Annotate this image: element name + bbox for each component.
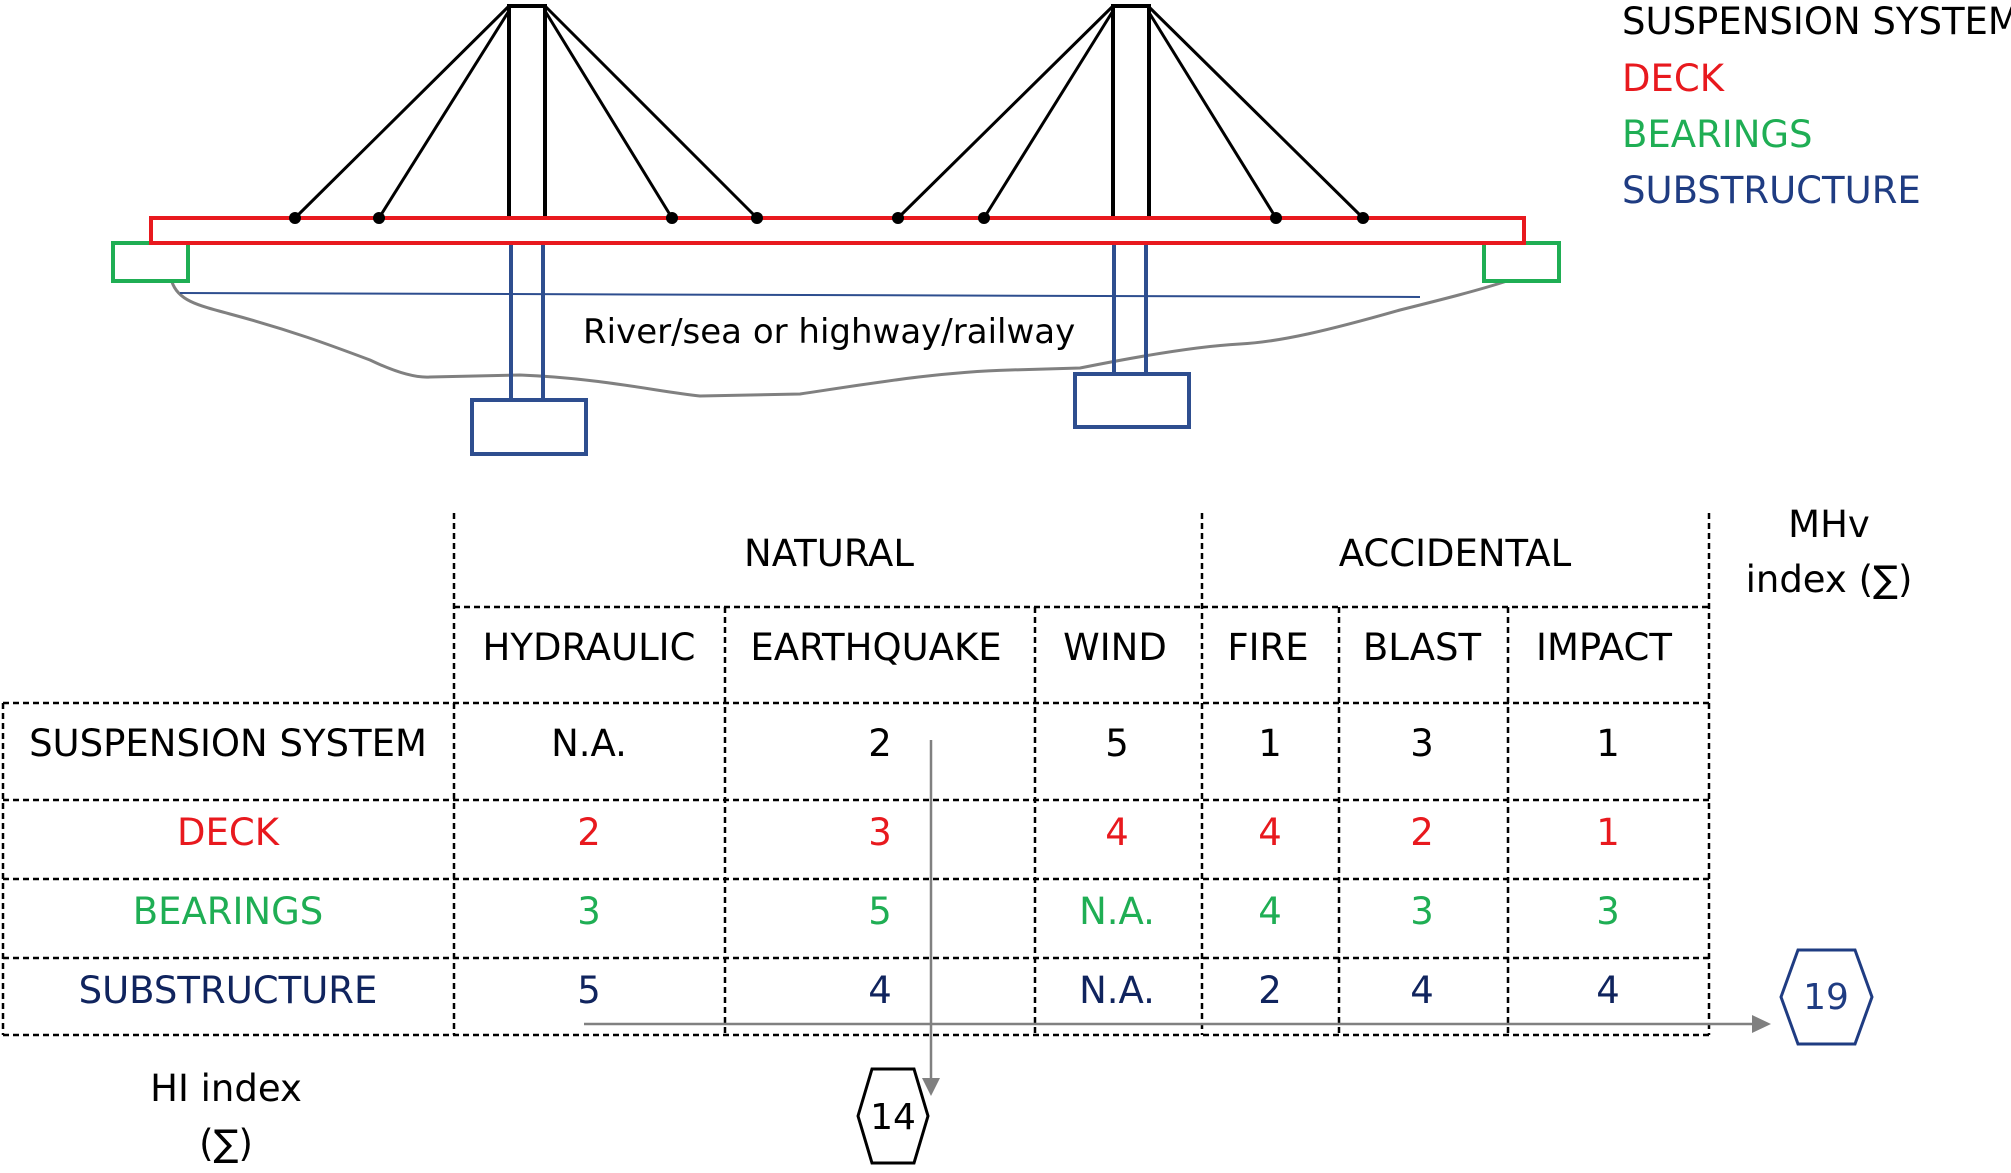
hi-index-hexagon: 14 — [856, 1067, 930, 1165]
hazard-table-grid — [1, 513, 1711, 1037]
hi-label-line2: (∑) — [199, 1122, 253, 1165]
cell-suspension-system-wind: 5 — [1105, 722, 1129, 765]
cell-substructure-wind: N.A. — [1079, 969, 1155, 1012]
mhv-arrowhead — [1752, 1015, 1771, 1033]
legend-item-substructure: SUBSTRUCTURE — [1622, 169, 1921, 212]
cell-bearings-blast: 3 — [1410, 890, 1434, 933]
legend: SUSPENSION SYSTEM DECK BEARINGS SUBSTRUCTUR… — [1622, 0, 2011, 212]
column-header-fire: FIRE — [1227, 626, 1308, 669]
index-arrows — [584, 740, 1771, 1096]
mhv-index-hexagon: 19 — [1779, 948, 1874, 1046]
column-header-earthquake: EARTHQUAKE — [750, 626, 1001, 669]
hi-index-value: 14 — [870, 1097, 916, 1138]
column-header-hydraulic: HYDRAULIC — [483, 626, 696, 669]
mhv-label-line2: index (∑) — [1746, 558, 1913, 601]
deck — [149, 216, 1526, 245]
water-line — [179, 292, 1421, 298]
left-pier-foundation — [470, 398, 588, 456]
cell-substructure-blast: 4 — [1410, 969, 1434, 1012]
legend-item-deck: DECK — [1622, 57, 1726, 100]
column-header-blast: BLAST — [1363, 626, 1482, 669]
row-label-deck: DECK — [177, 811, 281, 854]
under-bridge-label: River/sea or highway/railway — [583, 312, 1075, 352]
cell-substructure-fire: 2 — [1258, 969, 1282, 1012]
cell-suspension-system-impact: 1 — [1596, 722, 1620, 765]
cell-deck-earthquake: 3 — [868, 811, 892, 854]
cell-substructure-hydraulic: 5 — [577, 969, 601, 1012]
cell-substructure-earthquake: 4 — [868, 969, 892, 1012]
ground-profile — [170, 278, 1511, 398]
left-bearing — [111, 241, 190, 283]
cell-bearings-impact: 3 — [1596, 890, 1620, 933]
cell-suspension-system-hydraulic: N.A. — [551, 722, 627, 765]
cell-deck-impact: 1 — [1596, 811, 1620, 854]
cell-bearings-wind: N.A. — [1079, 890, 1155, 933]
column-header-impact: IMPACT — [1536, 626, 1672, 669]
column-header-wind: WIND — [1063, 626, 1167, 669]
row-label-substructure: SUBSTRUCTURE — [79, 969, 378, 1012]
group-header-accidental: ACCIDENTAL — [1339, 532, 1572, 575]
cell-bearings-earthquake: 5 — [868, 890, 892, 933]
left-pier — [470, 245, 588, 456]
hazard-table-text: NATURAL ACCIDENTAL HYDRAULIC EARTHQUAKE WIND… — [29, 532, 1672, 1012]
cable-anchors — [289, 212, 1369, 224]
cell-deck-hydraulic: 2 — [577, 811, 601, 854]
cell-deck-wind: 4 — [1105, 811, 1129, 854]
cell-suspension-system-blast: 3 — [1410, 722, 1434, 765]
cell-suspension-system-fire: 1 — [1258, 722, 1282, 765]
legend-item-bearings: BEARINGS — [1622, 113, 1813, 156]
legend-item-suspension-system: SUSPENSION SYSTEM — [1622, 0, 2011, 43]
right-bearing — [1482, 241, 1561, 283]
index-labels: MHv index (∑) HI index (∑) — [150, 503, 1912, 1165]
group-header-natural: NATURAL — [744, 532, 914, 575]
cell-substructure-impact: 4 — [1596, 969, 1620, 1012]
right-tower-cables — [896, 4, 1365, 220]
cell-deck-fire: 4 — [1258, 811, 1282, 854]
bridge-illustration: River/sea or highway/railway — [111, 4, 1561, 456]
cell-deck-blast: 2 — [1410, 811, 1434, 854]
cell-bearings-hydraulic: 3 — [577, 890, 601, 933]
right-tower — [1111, 4, 1151, 220]
cell-suspension-system-earthquake: 2 — [868, 722, 892, 765]
mhv-index-value: 19 — [1803, 977, 1849, 1018]
left-tower-cables — [293, 4, 759, 220]
right-pier — [1073, 245, 1191, 429]
right-pier-foundation — [1073, 372, 1191, 429]
hi-arrowhead — [922, 1078, 940, 1096]
row-label-suspension-system: SUSPENSION SYSTEM — [29, 722, 427, 765]
hi-label-line1: HI index — [150, 1067, 302, 1110]
left-tower — [507, 4, 547, 220]
row-label-bearings: BEARINGS — [133, 890, 324, 933]
mhv-label-line1: MHv — [1788, 503, 1870, 546]
cell-bearings-fire: 4 — [1258, 890, 1282, 933]
